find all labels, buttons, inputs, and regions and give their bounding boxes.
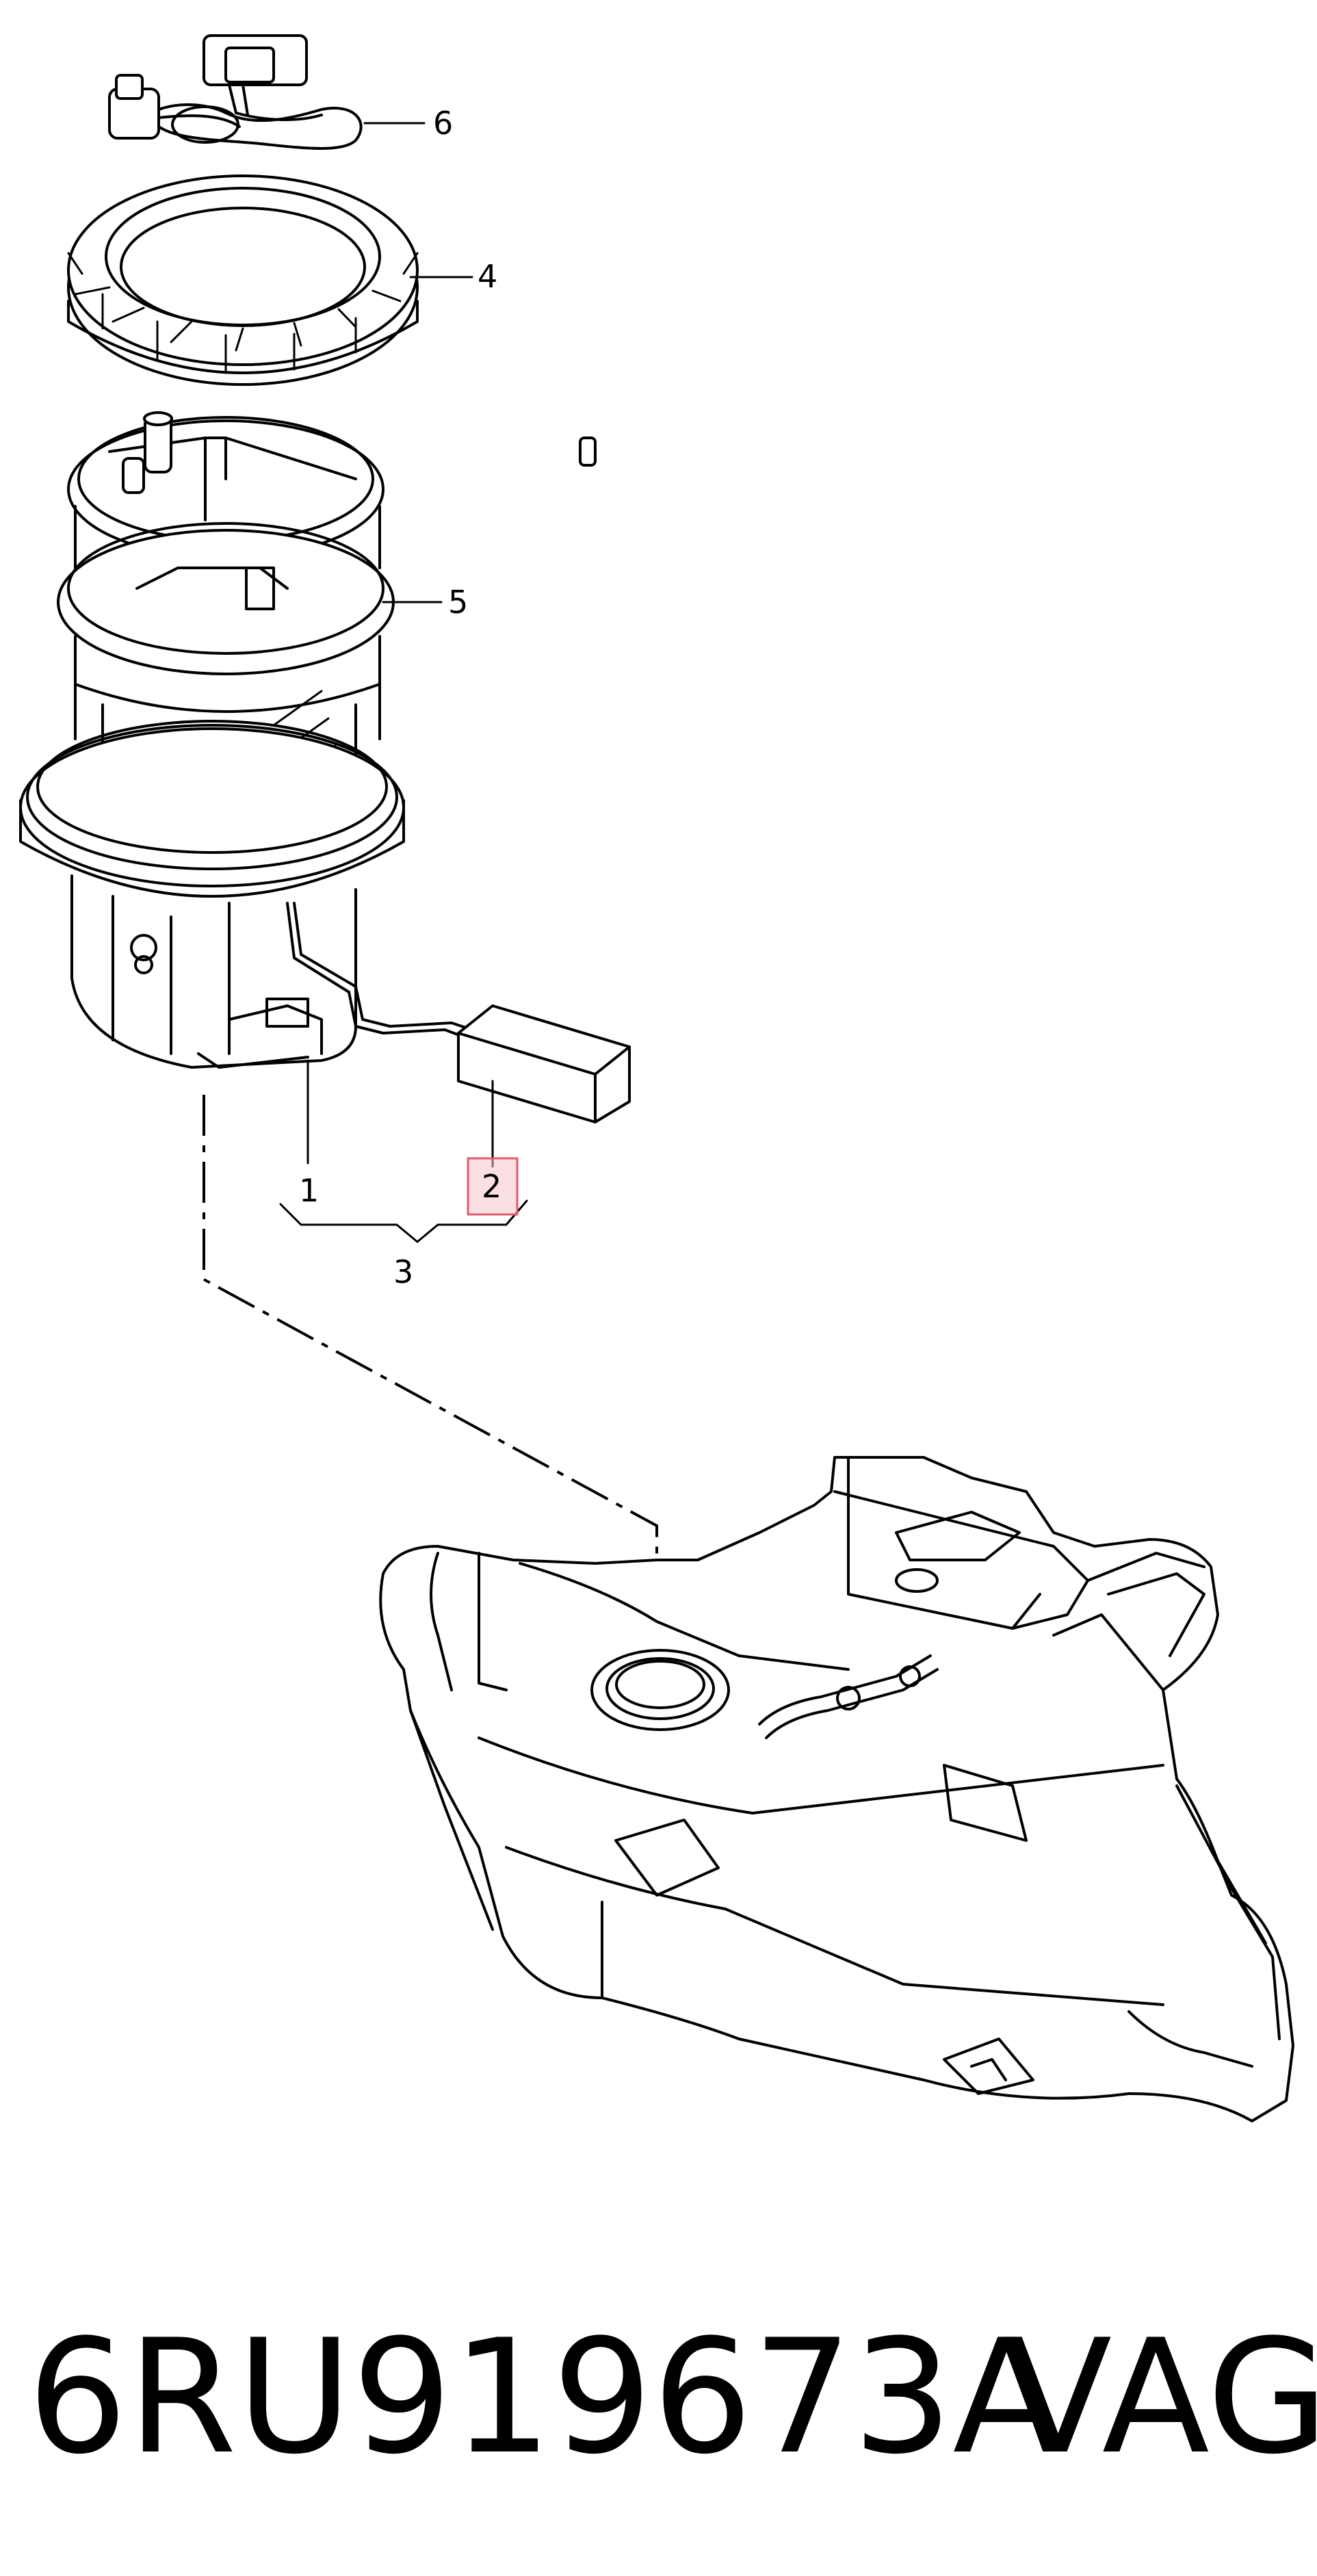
callout-4: 4 — [478, 258, 497, 295]
wiring-harness-part-6 — [108, 34, 363, 150]
part-number: 6RU919673A — [27, 2306, 1060, 2489]
fuel-pump-assembly — [19, 411, 597, 1069]
float-sender-part-2 — [457, 1004, 631, 1123]
leader-lines — [279, 122, 528, 1243]
brand-name: VAG — [1004, 2306, 1317, 2489]
callout-2: 2 — [482, 1168, 501, 1205]
callout-5: 5 — [448, 584, 468, 621]
highlight-box-2 — [467, 1157, 519, 1216]
callout-3: 3 — [393, 1253, 413, 1290]
callout-1: 1 — [299, 1172, 319, 1209]
callout-6: 6 — [433, 105, 453, 142]
callout-labels: 6 4 5 2 1 3 — [299, 105, 519, 1290]
locking-ring-part-4 — [67, 174, 419, 386]
fuel-tank — [379, 1456, 1294, 2122]
footer: 6RU919673A VAG — [0, 2285, 1317, 2511]
assembly-guide-line — [203, 1095, 658, 1697]
